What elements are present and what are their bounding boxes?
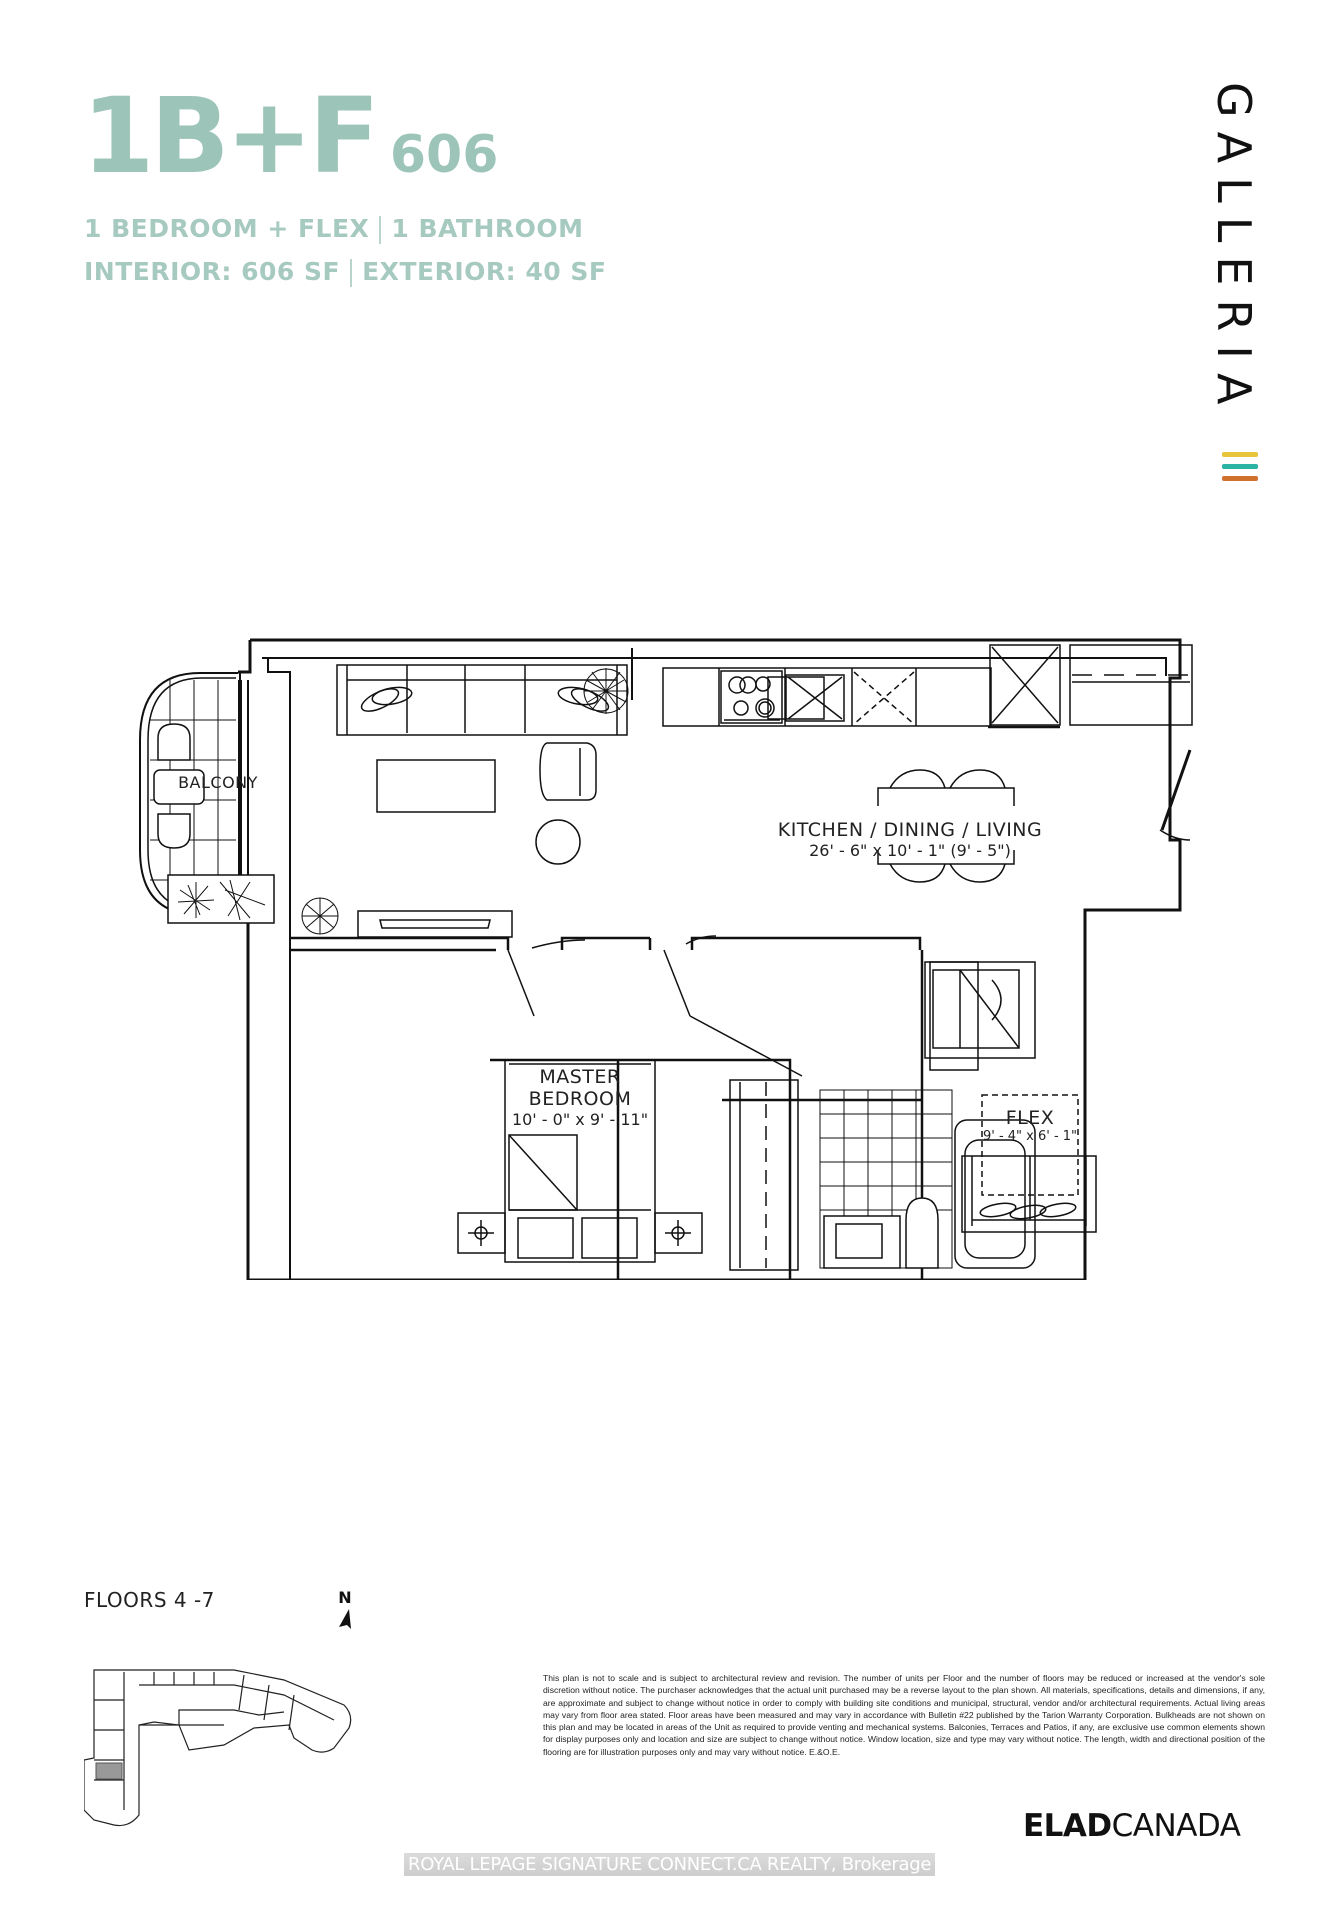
room-name-line1: MASTER [539, 1066, 621, 1088]
room-dimensions: 26' - 6" x 10' - 1" (9' - 5") [809, 840, 1011, 860]
developer-logo: ELADCANADA [1023, 1808, 1241, 1844]
legal-disclaimer: This plan is not to scale and is subject… [543, 1673, 1265, 1757]
room-label-flex: FLEX 9' - 4" x 6' - 1" [982, 1107, 1078, 1145]
floor-plan-drawing [139, 638, 1193, 1282]
developer-logo-bold: ELAD [1023, 1808, 1112, 1844]
room-name: BALCONY [178, 773, 258, 792]
separator [350, 259, 353, 287]
north-arrow: N [330, 1588, 360, 1636]
north-arrow-icon [339, 1609, 351, 1629]
room-label-kitchen-dining-living: KITCHEN / DINING / LIVING 26' - 6" x 10'… [760, 819, 1060, 860]
building-key-plan-drawing [83, 1669, 352, 1827]
brand-name: GALLERIA [1207, 82, 1261, 419]
brokerage-watermark: ROYAL LEPAGE SIGNATURE CONNECT.CA REALTY… [404, 1853, 936, 1876]
accent-bar-orange [1222, 476, 1258, 481]
unit-area-summary: INTERIOR: 606 SF EXTERIOR: 40 SF [84, 257, 606, 287]
accent-bar-teal [1222, 464, 1258, 469]
floors-label: FLOORS 4 -7 [84, 1588, 215, 1612]
accent-bar-yellow [1222, 452, 1258, 457]
developer-logo-regular: CANADA [1111, 1808, 1241, 1844]
room-label-master-bedroom: MASTER BEDROOM 10' - 0" x 9' - 11" [510, 1066, 650, 1129]
bathroom-count: 1 BATHROOM [391, 214, 584, 243]
floor-plan: BALCONY KITCHEN / DINING / LIVING 26' - … [130, 620, 1210, 1285]
room-dimensions: 9' - 4" x 6' - 1" [982, 1128, 1078, 1144]
bedroom-count: 1 BEDROOM + FLEX [84, 214, 370, 243]
room-name: BEDROOM [528, 1087, 632, 1110]
room-name: KITCHEN / DINING / LIVING [777, 819, 1043, 841]
unit-size: 606 [389, 125, 499, 185]
room-name: FLEX [1005, 1107, 1055, 1129]
brand-logo: GALLERIA [1207, 82, 1261, 419]
room-dimensions: 10' - 0" x 9' - 11" [511, 1109, 649, 1129]
separator [379, 216, 382, 244]
unit-rooms-summary: 1 BEDROOM + FLEX 1 BATHROOM [84, 214, 584, 244]
exterior-area: EXTERIOR: 40 SF [362, 257, 607, 286]
unit-type: 1B+F [82, 75, 380, 197]
room-label-balcony: BALCONY [170, 773, 266, 792]
interior-area: INTERIOR: 606 SF [84, 257, 341, 286]
brand-accent-bars [1222, 452, 1258, 488]
building-key-plan [83, 1650, 354, 1835]
north-label: N [338, 1588, 352, 1607]
